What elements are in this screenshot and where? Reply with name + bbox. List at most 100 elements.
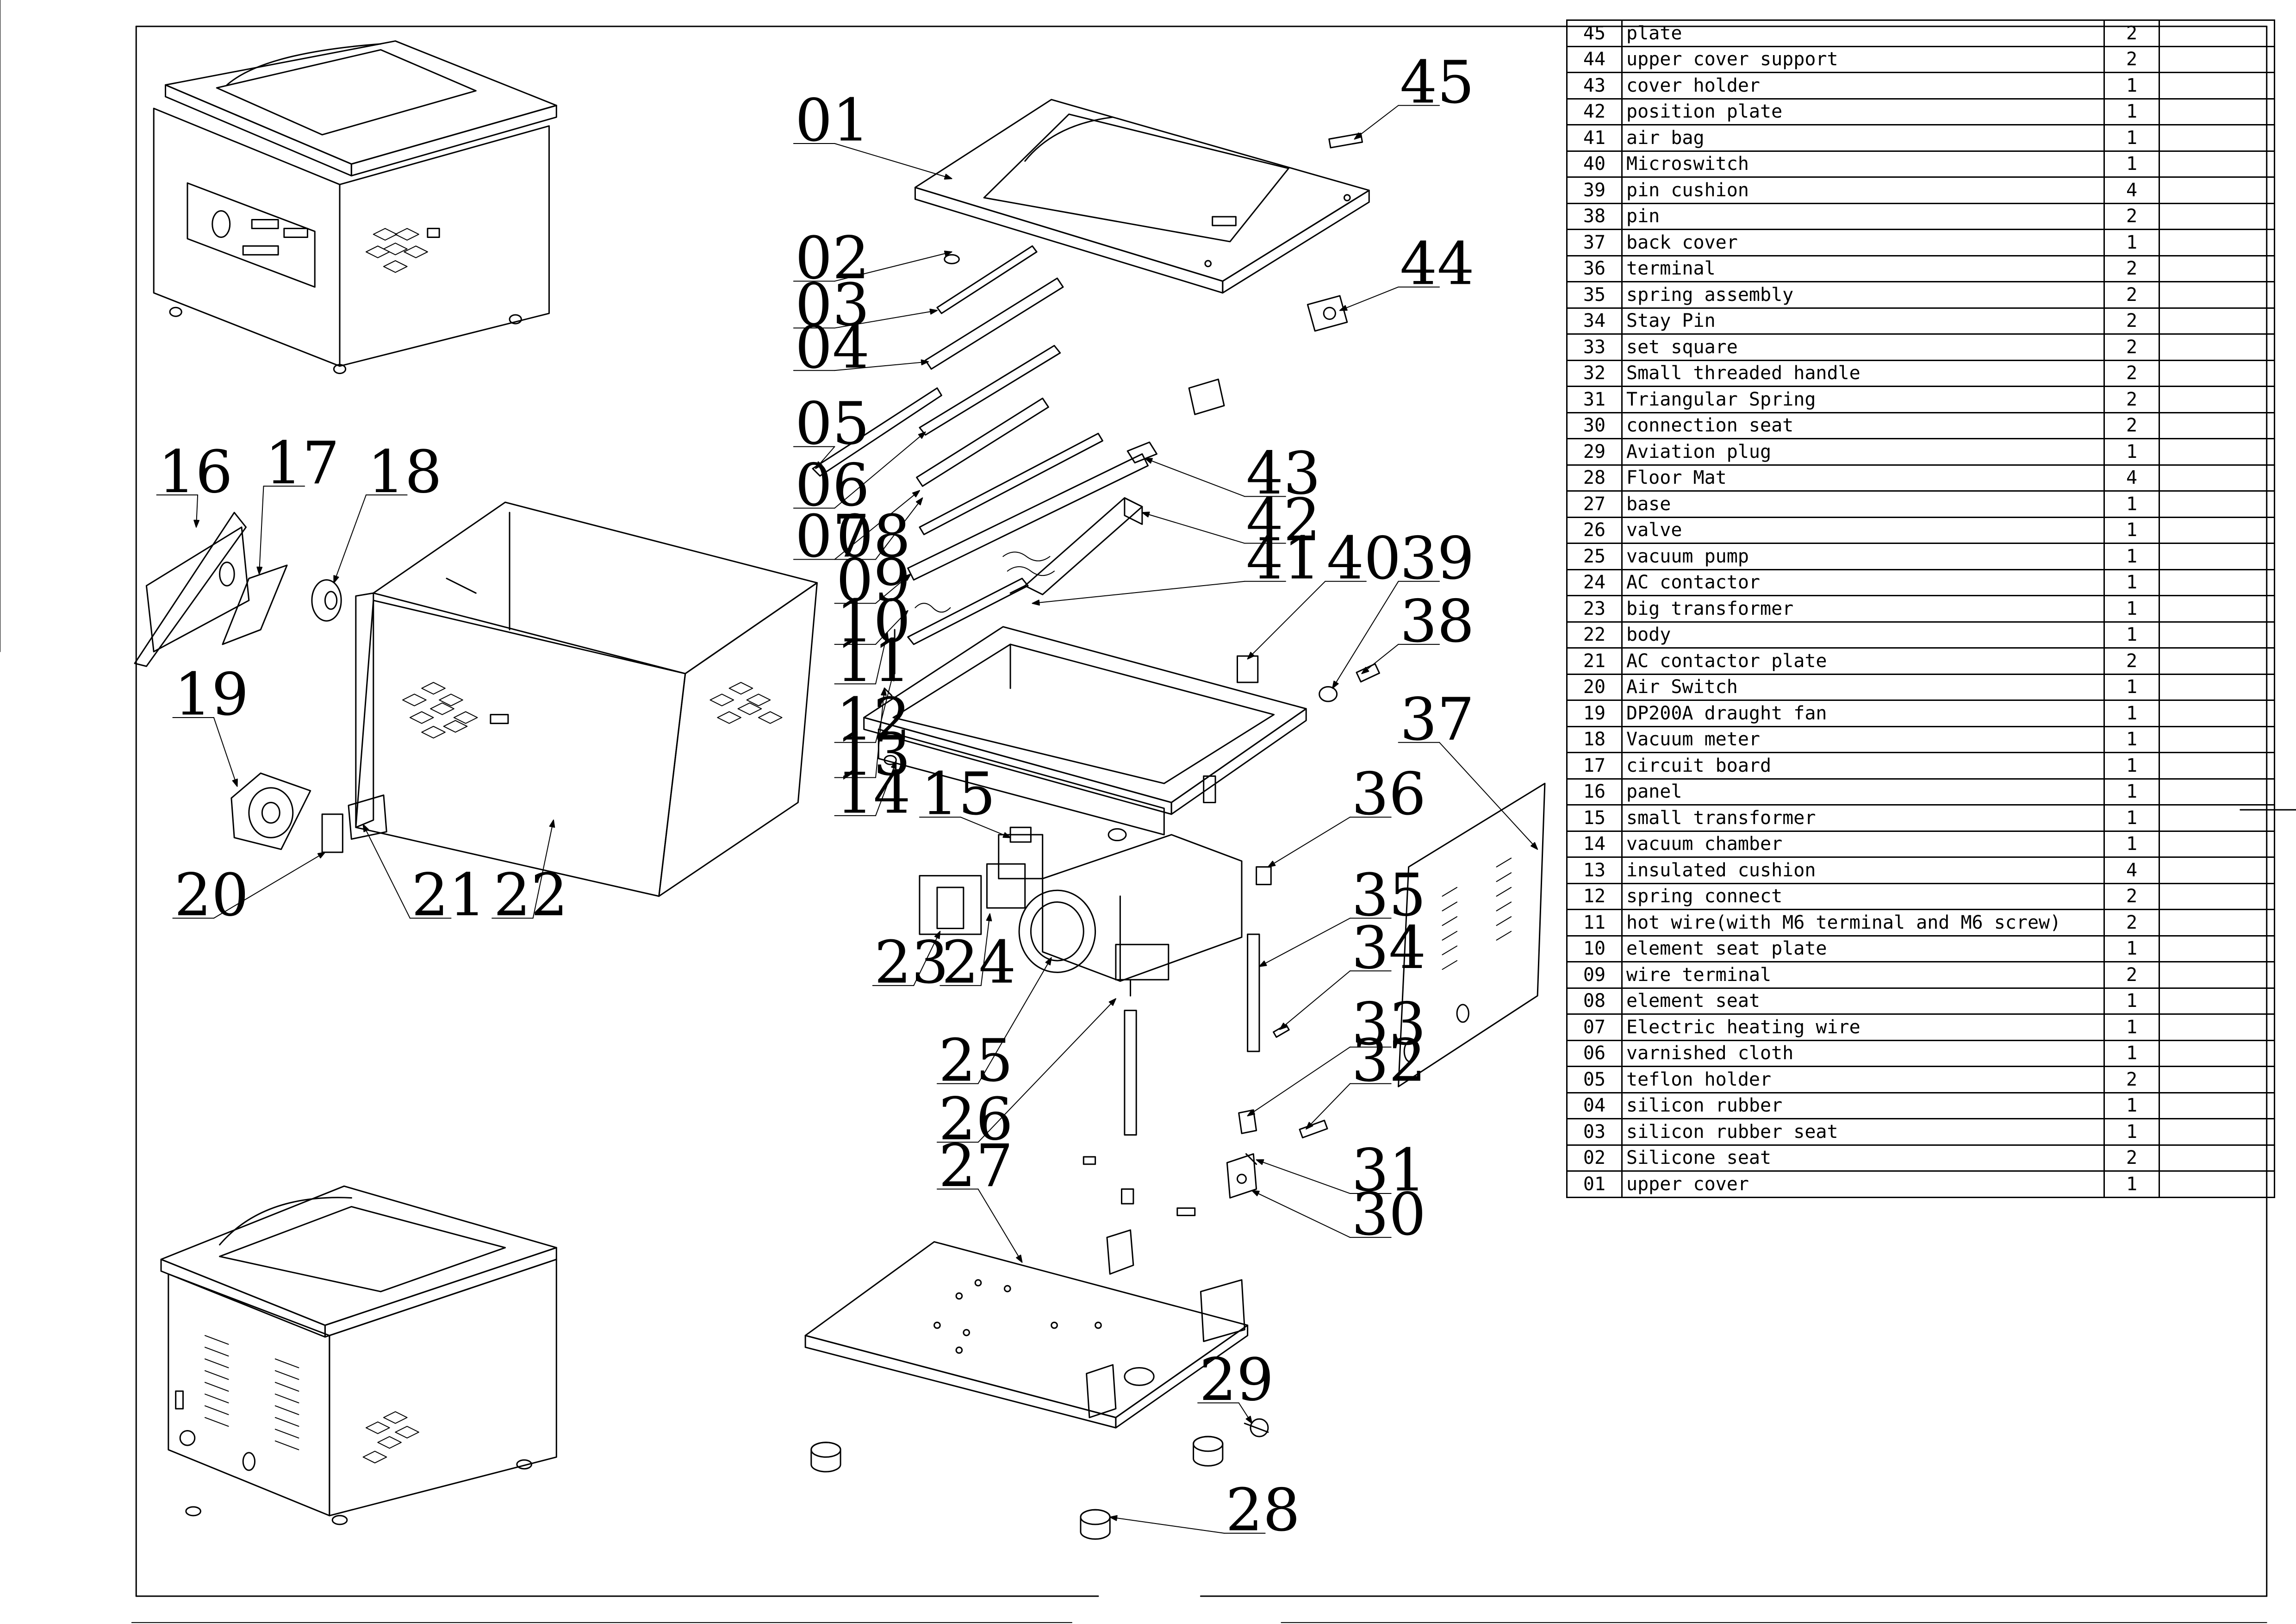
part-quantity-cell: 1 <box>2103 150 2160 178</box>
callout-30: 30 <box>1252 1181 1426 1249</box>
callout-leader-line <box>334 495 366 583</box>
callout-31: 31 <box>1257 1137 1426 1205</box>
side-vent-grille <box>363 1412 419 1463</box>
upper-cover-support-part <box>1189 296 1347 414</box>
part-remarks-cell <box>2159 229 2275 256</box>
circuit-board-part <box>223 565 287 644</box>
part-quantity-cell: 1 <box>2103 568 2160 596</box>
part-number-cell: 14 <box>1566 830 1623 858</box>
callout-24: 24 <box>940 914 1016 997</box>
part-number-cell: 24 <box>1566 568 1623 596</box>
part-name-cell: upper cover <box>1621 1170 2105 1198</box>
part-quantity-cell: 1 <box>2103 987 2160 1015</box>
callout-number: 16 <box>158 438 233 506</box>
callout-number: 14 <box>836 759 911 827</box>
callout-34: 34 <box>1280 914 1426 1030</box>
part-remarks-cell <box>2159 725 2275 753</box>
callout-number: 44 <box>1400 230 1475 298</box>
part-quantity-cell: 2 <box>2103 882 2160 910</box>
callout-leader-line <box>914 931 940 986</box>
callout-arrow-head <box>1280 1023 1287 1030</box>
part-number-cell: 36 <box>1566 255 1623 282</box>
part-number-cell: 30 <box>1566 412 1623 439</box>
part-name-cell: DP200A draught fan <box>1621 700 2105 727</box>
part-quantity-cell: 1 <box>2103 1118 2160 1146</box>
part-remarks-cell <box>2159 909 2275 937</box>
callout-09: 09 <box>834 546 911 614</box>
callout-39: 39 <box>1332 524 1475 688</box>
callout-10: 10 <box>834 587 911 655</box>
part-quantity-cell: 1 <box>2103 1013 2160 1041</box>
callout-leader-line <box>214 852 325 918</box>
callout-number: 27 <box>939 1132 1013 1200</box>
callout-36: 36 <box>1268 760 1426 867</box>
callout-arrow-head <box>916 498 922 505</box>
part-remarks-cell <box>2159 255 2275 282</box>
callout-number: 35 <box>1351 861 1426 929</box>
part-quantity-cell: 2 <box>2103 281 2160 309</box>
part-number-cell: 08 <box>1566 987 1623 1015</box>
callout-number: 36 <box>1351 760 1426 828</box>
callout-leader-line <box>834 432 925 508</box>
callout-number: 06 <box>795 451 870 519</box>
part-quantity-cell: 1 <box>2103 124 2160 152</box>
part-quantity-cell: 1 <box>2103 438 2160 466</box>
part-quantity-cell: 1 <box>2103 595 2160 623</box>
callout-number: 21 <box>411 861 486 929</box>
callout-number: 25 <box>939 1026 1013 1094</box>
vacuum-pump-part <box>1019 829 1242 981</box>
part-remarks-cell <box>2159 72 2275 100</box>
callout-arrow-head <box>1332 681 1338 688</box>
back-cover-part <box>1399 783 1545 1087</box>
part-remarks-cell <box>2159 935 2275 962</box>
part-number-cell: 37 <box>1566 229 1623 256</box>
callout-number: 33 <box>1351 990 1426 1058</box>
part-quantity-cell: 2 <box>2103 386 2160 413</box>
part-number-cell: 07 <box>1566 1013 1623 1041</box>
part-number-cell: 27 <box>1566 490 1623 518</box>
callout-13: 13 <box>834 688 911 788</box>
part-name-cell: Stay Pin <box>1621 307 2105 335</box>
callout-arrow-head <box>1110 1516 1117 1521</box>
part-remarks-cell <box>2159 752 2275 780</box>
vacuum-chamber-part <box>864 627 1306 835</box>
callout-28: 28 <box>1110 1476 1300 1544</box>
vent-grille-front <box>366 228 428 272</box>
part-number-cell: 26 <box>1566 516 1623 544</box>
callout-leader-line <box>1145 458 1244 496</box>
part-quantity-cell: 1 <box>2103 621 2160 649</box>
callout-arrow-head <box>1362 668 1369 674</box>
callout-leader-line <box>978 1189 1022 1262</box>
callout-41: 41 <box>1033 524 1321 605</box>
part-name-cell: Silicone seat <box>1621 1144 2105 1172</box>
callout-arrow-head <box>891 762 896 769</box>
part-number-cell: 12 <box>1566 882 1623 910</box>
callout-11: 11 <box>834 627 911 695</box>
part-number-cell: 33 <box>1566 333 1623 361</box>
part-name-cell: element seat <box>1621 987 2105 1015</box>
part-quantity-cell: 4 <box>2103 464 2160 492</box>
part-name-cell: upper cover support <box>1621 45 2105 73</box>
part-remarks-cell <box>2159 490 2275 518</box>
callout-leader-line <box>1340 287 1399 311</box>
small-transformer-part <box>999 827 1043 879</box>
callout-arrow-head <box>1252 1191 1259 1196</box>
callout-14: 14 <box>834 759 911 827</box>
back-cover-slots <box>1442 858 1511 969</box>
callout-05: 05 <box>794 389 870 468</box>
part-name-cell: silicon rubber <box>1621 1092 2105 1119</box>
callout-45: 45 <box>1355 48 1475 139</box>
part-number-cell: 03 <box>1566 1118 1623 1146</box>
callout-leader-line <box>214 718 237 787</box>
callout-number: 22 <box>493 861 568 929</box>
callout-16: 16 <box>157 438 233 527</box>
part-name-cell: Microswitch <box>1621 150 2105 178</box>
